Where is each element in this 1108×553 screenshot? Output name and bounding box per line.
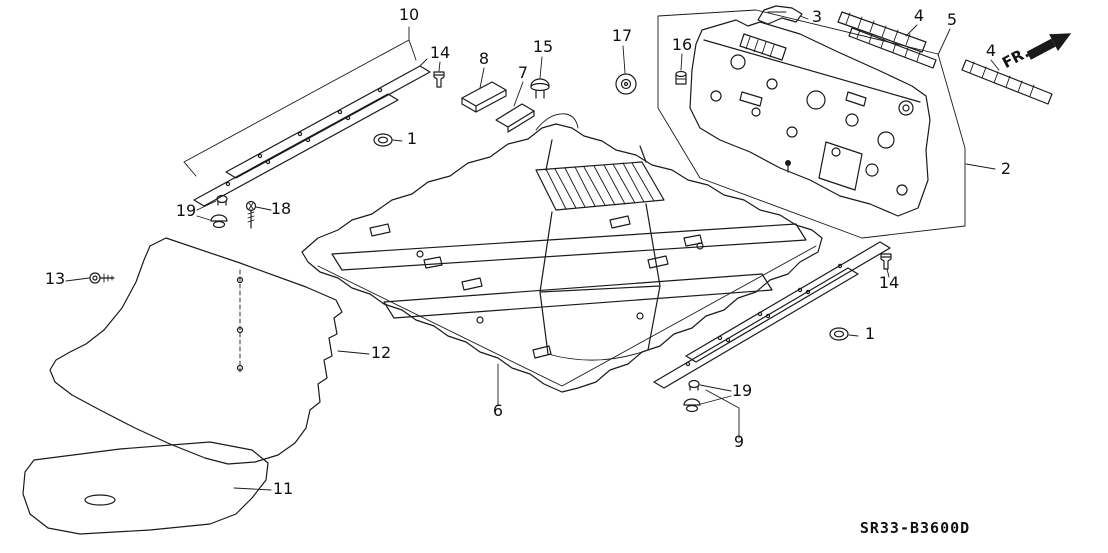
callout-10: 10	[399, 5, 419, 24]
callout-13: 13	[45, 269, 65, 288]
fr-label: FR.	[999, 43, 1032, 72]
callout-labels: 10 14 8 7 15 17 16 3 4 5 4 2 1 19 18 13 …	[45, 5, 1011, 498]
clip-14-left	[433, 71, 445, 88]
plug-15	[530, 78, 550, 99]
callout-14-left: 14	[430, 43, 450, 62]
fasteners	[89, 70, 892, 413]
callout-19-left: 19	[176, 201, 196, 220]
cap-19-left-large	[210, 214, 228, 229]
trunk-side-panel	[49, 237, 343, 465]
callout-14-right: 14	[879, 273, 899, 292]
cap-19-right-small	[688, 379, 700, 391]
grommet-1-right	[829, 327, 849, 341]
callout-16: 16	[672, 35, 692, 54]
pad-8	[461, 81, 507, 113]
cap-19-right-large	[683, 398, 701, 413]
callout-11: 11	[273, 479, 293, 498]
grommet-16	[675, 70, 687, 85]
trunk-mat	[22, 441, 269, 535]
fr-direction-arrow: FR.	[999, 33, 1072, 72]
callout-4-right: 4	[986, 41, 996, 60]
callout-15: 15	[533, 37, 553, 56]
floor-carpet	[301, 113, 823, 393]
callout-3: 3	[812, 7, 822, 26]
callout-8: 8	[479, 49, 489, 68]
pad-7	[495, 103, 535, 133]
callout-5: 5	[947, 10, 957, 29]
callout-7: 7	[518, 63, 528, 82]
grommet-17	[615, 73, 637, 95]
bracket-part-3	[757, 5, 803, 25]
leader-lines	[65, 15, 1000, 491]
screw-13	[89, 272, 115, 284]
callout-12: 12	[371, 343, 391, 362]
arrow-icon	[1026, 33, 1072, 60]
callout-9: 9	[734, 432, 744, 451]
callout-4-upper: 4	[914, 6, 924, 25]
callout-17: 17	[612, 26, 632, 45]
callout-19-right: 19	[732, 381, 752, 400]
callout-18: 18	[271, 199, 291, 218]
callout-1-left: 1	[407, 129, 417, 148]
screw-18	[245, 200, 257, 229]
callout-2: 2	[1001, 159, 1011, 178]
left-sill-garnish	[183, 26, 431, 207]
cap-19-left-small	[216, 194, 228, 206]
callout-1-right: 1	[865, 324, 875, 343]
dash-insulator-assembly	[657, 9, 966, 239]
right-sill-garnish	[653, 241, 891, 439]
grommet-1-left	[373, 133, 393, 147]
callout-6: 6	[493, 401, 503, 420]
seal-strips	[837, 11, 1053, 105]
part-code: SR33-B3600D	[860, 519, 970, 537]
clip-14-right	[880, 253, 892, 270]
